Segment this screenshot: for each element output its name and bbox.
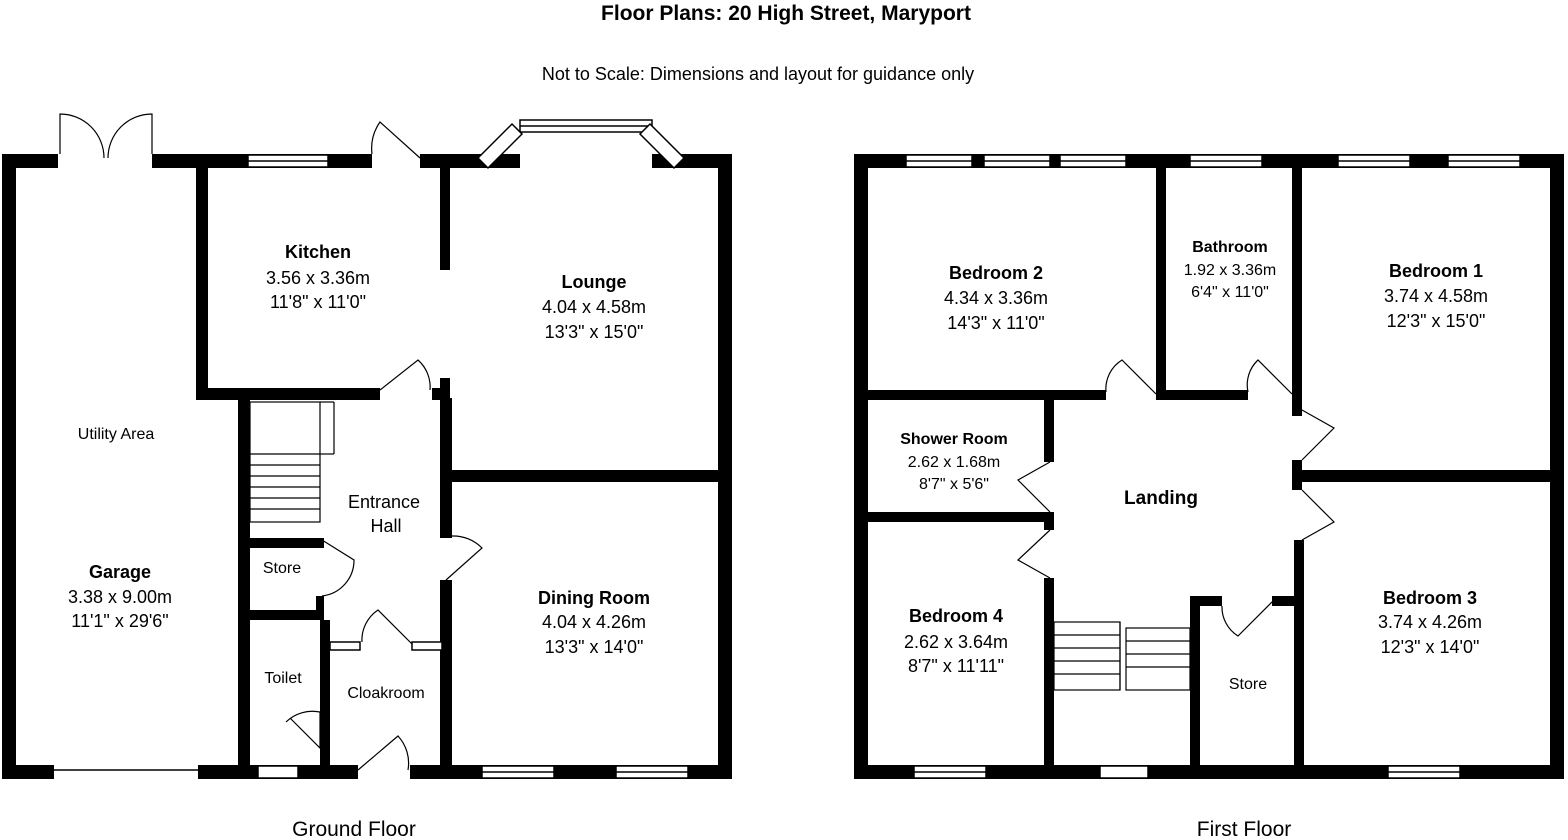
- room-imperial: 12'3" x 15'0": [1387, 311, 1486, 331]
- room-dining: Dining Room 4.04 x 4.26m 13'3" x 14'0": [538, 588, 650, 657]
- room-metric: 2.62 x 3.64m: [904, 632, 1008, 652]
- ground-floor-stairs: [249, 401, 335, 523]
- room-bedroom-2: Bedroom 2 4.34 x 3.36m 14'3" x 11'0": [944, 263, 1048, 333]
- ground-floor-doors: [59, 113, 483, 771]
- room-imperial: 8'7" x 11'11": [908, 656, 1004, 676]
- room-kitchen: Kitchen 3.56 x 3.36m 11'8" x 11'0": [266, 242, 370, 312]
- room-toilet: Toilet: [264, 670, 302, 687]
- first-floor-windows: [905, 154, 1521, 779]
- room-imperial: 8'7" x 5'6": [919, 476, 989, 493]
- room-landing: Landing: [1124, 488, 1198, 509]
- room-imperial: 13'3" x 15'0": [545, 322, 644, 342]
- room-name: Utility Area: [78, 426, 155, 443]
- room-metric: 3.56 x 3.36m: [266, 268, 370, 288]
- room-imperial: 12'3" x 14'0": [1381, 637, 1480, 657]
- ground-floor-windows: [54, 119, 689, 779]
- page-subtitle: Not to Scale: Dimensions and layout for …: [542, 64, 974, 84]
- room-name: Bathroom: [1192, 239, 1268, 256]
- room-name: Bedroom 3: [1383, 588, 1477, 608]
- room-name: Bedroom 1: [1389, 261, 1483, 281]
- room-name-line1: Entrance: [348, 492, 420, 512]
- room-bedroom-3: Bedroom 3 3.74 x 4.26m 12'3" x 14'0": [1378, 588, 1482, 657]
- ground-floor-label: Ground Floor: [292, 818, 416, 840]
- room-utility: Utility Area: [78, 426, 155, 443]
- room-bedroom-1: Bedroom 1 3.74 x 4.58m 12'3" x 15'0": [1384, 261, 1488, 331]
- room-metric: 3.74 x 4.26m: [1378, 612, 1482, 632]
- room-name: Store: [1229, 676, 1267, 693]
- first-floor-stairs: [1053, 621, 1191, 691]
- room-entrance-hall: Entrance Hall: [348, 492, 420, 536]
- room-shower: Shower Room 2.62 x 1.68m 8'7" x 5'6": [900, 431, 1008, 493]
- room-metric: 4.04 x 4.58m: [542, 297, 646, 317]
- room-imperial: 14'3" x 11'0": [947, 313, 1044, 333]
- room-name: Shower Room: [900, 431, 1008, 448]
- room-name: Dining Room: [538, 588, 650, 608]
- room-cloakroom: Cloakroom: [347, 685, 424, 702]
- room-imperial: 11'1" x 29'6": [71, 611, 168, 631]
- room-metric: 2.62 x 1.68m: [908, 454, 1001, 471]
- room-metric: 3.38 x 9.00m: [68, 587, 172, 607]
- room-garage: Garage 3.38 x 9.00m 11'1" x 29'6": [68, 562, 172, 631]
- room-metric: 3.74 x 4.58m: [1384, 286, 1488, 306]
- room-metric: 4.04 x 4.26m: [542, 612, 646, 632]
- room-name: Bedroom 4: [909, 606, 1003, 626]
- room-bedroom-4: Bedroom 4 2.62 x 3.64m 8'7" x 11'11": [904, 606, 1008, 676]
- room-name: Bedroom 2: [949, 263, 1043, 283]
- room-name: Store: [263, 560, 301, 577]
- room-metric: 4.34 x 3.36m: [944, 288, 1048, 308]
- room-imperial: 13'3" x 14'0": [545, 637, 644, 657]
- room-imperial: 6'4" x 11'0": [1191, 284, 1269, 301]
- room-name: Garage: [89, 562, 151, 582]
- room-name-line2: Hall: [370, 516, 401, 536]
- first-floor-doors: [1016, 359, 1335, 637]
- room-name: Lounge: [562, 272, 627, 292]
- room-store-first: Store: [1229, 676, 1267, 693]
- room-bathroom: Bathroom 1.92 x 3.36m 6'4" x 11'0": [1184, 239, 1277, 301]
- room-lounge: Lounge 4.04 x 4.58m 13'3" x 15'0": [542, 272, 646, 342]
- room-name: Kitchen: [285, 242, 351, 262]
- room-name: Landing: [1124, 488, 1198, 509]
- room-name: Cloakroom: [347, 685, 424, 702]
- room-store-ground: Store: [263, 560, 301, 577]
- page-title: Floor Plans: 20 High Street, Maryport: [601, 2, 971, 25]
- room-imperial: 11'8" x 11'0": [270, 292, 366, 312]
- room-name: Toilet: [264, 670, 302, 687]
- first-floor-label: First Floor: [1197, 818, 1292, 840]
- room-metric: 1.92 x 3.36m: [1184, 262, 1277, 279]
